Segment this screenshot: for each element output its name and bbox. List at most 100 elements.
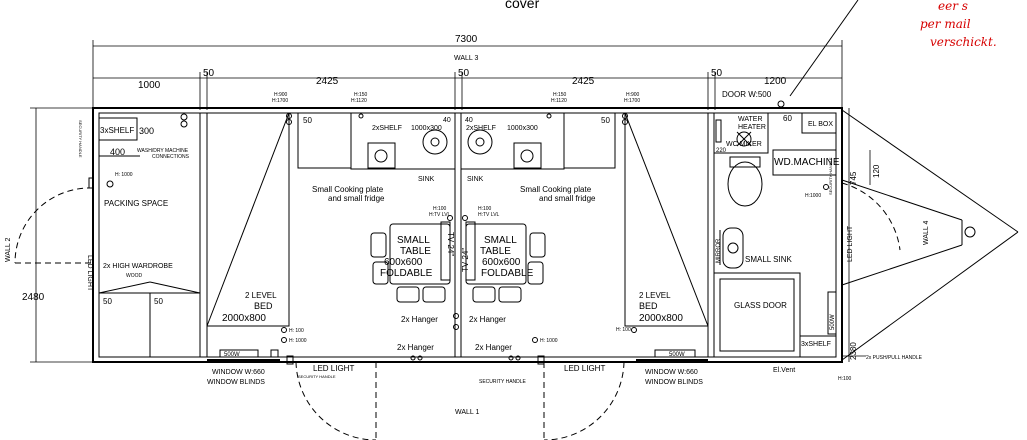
- glass-door-label: GLASS DOOR: [734, 301, 787, 310]
- dim-40-left: 40: [443, 117, 451, 124]
- h1120-right: H:1120: [551, 98, 567, 104]
- dim-400: 400: [110, 147, 125, 157]
- mirror-label: MIRROR: [716, 238, 722, 263]
- table-right-table: TABLE: [480, 246, 511, 257]
- wall-4-label: WALL 4: [923, 221, 930, 245]
- h100-lower-right: H: 100: [616, 327, 631, 333]
- el-box: [801, 112, 837, 134]
- lower-wall: H: 100 H: 1000 500W WINDOW W:660 WINDOW …: [207, 327, 852, 440]
- security-handle-lower-left[interactable]: [286, 355, 294, 365]
- led-lower-left-label: LED LIGHT: [313, 364, 354, 373]
- dim-1000x300-right: 1000x300: [507, 125, 538, 132]
- security-handle-lower-right-label: SECURITY HANDLE: [479, 379, 527, 385]
- tv-lvl-right: H:TV LVL: [478, 212, 500, 218]
- cooking-right-1: Small Cooking plate: [520, 185, 592, 194]
- heater-bath-label: 500W: [830, 314, 836, 330]
- led-light-left-label: LED LIGHT: [86, 255, 93, 292]
- chair-right-4: [498, 286, 522, 303]
- dim-50-c: 50: [711, 68, 723, 79]
- shelf-bath: [799, 335, 837, 358]
- wall-3-label: WALL 3: [454, 55, 478, 62]
- sink-right: [467, 129, 493, 155]
- dim-120: 120: [872, 164, 881, 178]
- h100-lower-left: H: 100: [289, 328, 304, 334]
- chair-right-3: [472, 286, 496, 303]
- hanger-label-2: 2x Hanger: [469, 315, 506, 324]
- chair-left-1: [370, 232, 387, 258]
- dim-220: 220: [716, 148, 727, 154]
- bed-right: [624, 112, 709, 327]
- left-bedroom: 2 LEVEL BED 2000x800 H:900 H:1700: [206, 92, 292, 327]
- table-left-small: SMALL: [397, 235, 430, 246]
- bed-right-title: BED: [639, 301, 658, 311]
- hitch-ball: [964, 226, 976, 238]
- wall-2-label: WALL 2: [5, 238, 12, 262]
- left-storage-room: 3xSHELF 300 400 WASH/DRY MACHINE CONNECT…: [14, 113, 201, 358]
- dim-1000: 1000: [138, 80, 161, 91]
- push-pull-label: 2x PUSH/PULL HANDLE: [866, 355, 923, 361]
- overall-width-label: 2480: [22, 292, 45, 303]
- dim-2380: 2380: [849, 342, 858, 360]
- right-kitchen: H:150 H:1120 40 2xSHELF 1000x300 SINK 50…: [460, 92, 616, 203]
- cooking-right-2: and small fridge: [539, 194, 596, 203]
- tv-left-label: TV 24": [446, 232, 455, 256]
- door-label: DOOR W:500: [722, 90, 772, 99]
- small-sink-label: SMALL SINK: [745, 255, 792, 264]
- wardrobe-label-1: 2x HIGH WARDROBE: [103, 263, 173, 270]
- wd-machine-label: WD.MACHINE: [774, 157, 840, 168]
- security-handle-lower-right[interactable]: [537, 355, 545, 365]
- tv-lvl-left: H:TV LVL: [429, 212, 451, 218]
- el-vent-label: El.Vent: [773, 367, 795, 374]
- dim-50-kitchen-right: 50: [601, 116, 610, 125]
- bed-right-level: 2 LEVEL: [639, 291, 671, 300]
- left-kitchen: H:150 H:1120 50 2xSHELF 1000x300 40 SINK…: [297, 92, 456, 203]
- h1700-right: H:1700: [624, 98, 640, 104]
- h150-right: H:150: [553, 92, 567, 98]
- heater-bath: [827, 291, 837, 335]
- security-handle-bath-label: SECURITY HANDLE: [828, 157, 833, 195]
- h100-table-right: H:100: [478, 206, 492, 212]
- hanger-label-4: 2x Hanger: [475, 343, 512, 352]
- h1120-left: H:1120: [351, 98, 367, 104]
- h150-left: H:150: [354, 92, 368, 98]
- door-swing-lower-right: [543, 361, 625, 440]
- note-line-3: verschickt.: [930, 35, 997, 49]
- dim-1000x300-left: 1000x300: [411, 125, 442, 132]
- bed-left-title: BED: [254, 301, 273, 311]
- note-line-2: per mail: [920, 17, 971, 31]
- security-handle-left-label: SECURITY HANDLE: [78, 120, 83, 158]
- wall-1-label: WALL 1: [455, 409, 479, 416]
- door-swing-left: [14, 187, 94, 264]
- handwritten-note: eer s per mail verschickt.: [789, 0, 997, 97]
- hanger-label-3: 2x Hanger: [397, 343, 434, 352]
- shower: [713, 272, 801, 358]
- dim-1200: 1200: [764, 76, 787, 87]
- table-right-fold: FOLDABLE: [481, 268, 534, 279]
- shelf-bath-label: 3xSHELF: [801, 341, 831, 348]
- h100-table-left: H:100: [433, 206, 447, 212]
- h1000-lower-left: H: 1000: [289, 338, 307, 344]
- cooking-left-1: Small Cooking plate: [312, 185, 384, 194]
- shelf-kitchen-right: 2xSHELF: [466, 125, 496, 132]
- table-left-table: TABLE: [400, 246, 431, 257]
- table-right-small: SMALL: [484, 235, 517, 246]
- h900-right: H:900: [626, 92, 640, 98]
- connection-icon: [180, 113, 188, 121]
- h1000-bath-label: H:1000: [805, 193, 821, 199]
- cooktop-left: [367, 142, 396, 169]
- chair-left-3: [396, 286, 420, 303]
- water-heater: [713, 112, 769, 154]
- bed-left-level: 2 LEVEL: [245, 291, 277, 300]
- h1000-label: H: 1000: [115, 172, 133, 178]
- tv-right: [465, 221, 476, 281]
- blinds-right-label: WINDOW BLINDS: [645, 379, 703, 386]
- heater-right-label: 500W: [669, 352, 685, 358]
- tv-left: [440, 221, 451, 281]
- note-line-1: eer s: [938, 0, 968, 13]
- wc-mixer-label: WC MIXER: [726, 141, 762, 148]
- door-swing-lower-left: [295, 361, 377, 440]
- heater-left: [219, 349, 259, 358]
- tv-right-label: TV 24": [461, 248, 470, 272]
- overall-length-label: 7300: [455, 34, 478, 45]
